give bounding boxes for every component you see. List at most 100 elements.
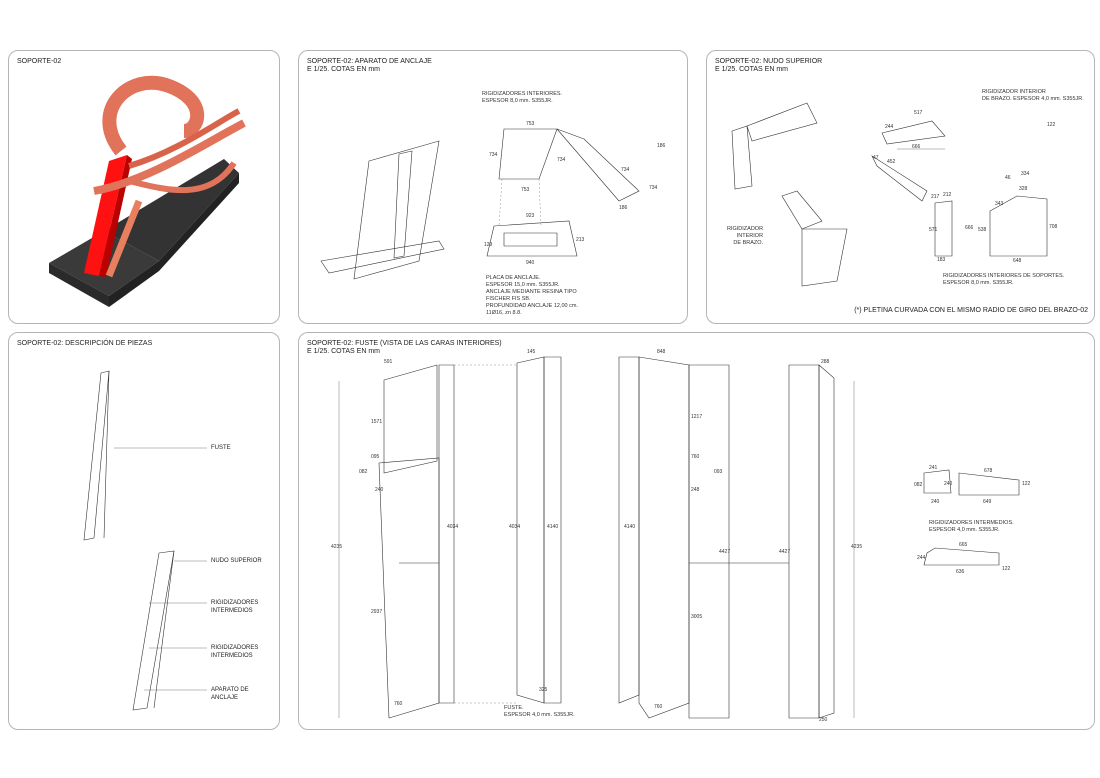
dim: 1217 xyxy=(691,414,702,420)
dim: 122 xyxy=(1002,566,1011,572)
dim: 213 xyxy=(576,237,585,243)
node-drawing: 517 244 122 666 452 47 217 212 571 666 1… xyxy=(731,102,1058,287)
dim: 343 xyxy=(995,201,1004,207)
dim: 648 xyxy=(1013,258,1022,264)
panel-title: SOPORTE-02: DESCRIPCIÓN DE PIEZAS xyxy=(17,340,153,347)
dim: 212 xyxy=(943,192,952,198)
anchor-drawing: 753 734 734 753 734 186 734 186 923 129 … xyxy=(320,121,666,280)
title-text: SOPORTE-02: FUSTE (VISTA DE LAS CARAS IN… xyxy=(307,340,502,347)
dim: 848 xyxy=(657,349,666,355)
dim: 248 xyxy=(691,487,700,493)
title-text: SOPORTE-02: NUDO SUPERIOR xyxy=(715,58,823,65)
dim: 666 xyxy=(965,225,974,231)
label-nudo-superior: NUDO SUPERIOR xyxy=(211,558,262,564)
dim: 4140 xyxy=(624,524,635,530)
dim: 4034 xyxy=(447,524,458,530)
dim: 240 xyxy=(944,481,953,487)
dim: 325 xyxy=(539,687,548,693)
dim: 46 xyxy=(1005,175,1011,181)
dim: 122 xyxy=(1047,122,1056,128)
dim: 186 xyxy=(619,205,628,211)
intermediate-stiffener-note: RIGIDIZADORES INTERMEDIOS. ESPESOR 4,0 m… xyxy=(929,520,1014,533)
dim: 753 xyxy=(526,121,535,127)
label-aparato-anclaje: APARATO DE ANCLAJE xyxy=(211,687,249,701)
fuste-note: FUSTE. ESPESOR 4,0 mm. S355JR. xyxy=(504,705,575,718)
dim: 538 xyxy=(978,227,987,233)
panel-nudo-superior: SOPORTE-02: NUDO SUPERIOR E 1/25. COTAS … xyxy=(706,50,1095,324)
dim: 240 xyxy=(931,499,940,505)
dim: 753 xyxy=(521,187,530,193)
dim: 649 xyxy=(983,499,992,505)
support-stiffener-note: RIGIDIZADORES INTERIORES DE SOPORTES. ES… xyxy=(943,273,1065,286)
panel-fuste: SOPORTE-02: FUSTE (VISTA DE LAS CARAS IN… xyxy=(298,332,1095,730)
dim: 4235 xyxy=(331,544,342,550)
scale-text: E 1/25. COTAS EN mm xyxy=(715,66,788,73)
dim: 4140 xyxy=(547,524,558,530)
dim: 183 xyxy=(937,257,946,263)
dim: 093 xyxy=(714,469,723,475)
dim: 334 xyxy=(1021,171,1030,177)
dim: 1571 xyxy=(371,419,382,425)
dim: 734 xyxy=(649,185,658,191)
dim: 244 xyxy=(917,555,926,561)
dim: 452 xyxy=(887,159,896,165)
parts-drawing xyxy=(83,370,207,711)
panel-aparato-anclaje: SOPORTE-02: APARATO DE ANCLAJE E 1/25. C… xyxy=(298,50,688,324)
label-fuste: FUSTE xyxy=(211,445,231,451)
dim: 636 xyxy=(956,569,965,575)
dim: 122 xyxy=(1022,481,1031,487)
dim: 517 xyxy=(914,110,923,116)
panel-title: SOPORTE-02: APARATO DE ANCLAJE E 1/25. C… xyxy=(307,58,432,74)
fuste-drawing: 591 1571 095 082 240 4235 2937 4034 4034… xyxy=(331,349,1031,723)
dim: 241 xyxy=(929,465,938,471)
stiffener-note: RIGIDIZADORES INTERIORES. ESPESOR 8,0 mm… xyxy=(482,91,563,104)
dim: 4235 xyxy=(851,544,862,550)
title-text: SOPORTE-02: APARATO DE ANCLAJE xyxy=(307,58,432,65)
label-rigidizadores-2: RIGIDIZADORES INTERMEDIOS xyxy=(211,645,259,659)
dim: 734 xyxy=(489,152,498,158)
3d-render xyxy=(49,75,246,307)
dim: 2937 xyxy=(371,609,382,615)
dim: 250 xyxy=(819,717,828,723)
dim: 4034 xyxy=(509,524,520,530)
dim: 760 xyxy=(654,704,663,710)
dim: 129 xyxy=(484,242,493,248)
dim: 734 xyxy=(557,157,566,163)
dim: 760 xyxy=(394,701,403,707)
dim: 3005 xyxy=(691,614,702,620)
dim: 082 xyxy=(914,482,923,488)
arm-stiffener-note: RIGIDIZADOR INTERIOR DE BRAZO. ESPESOR 4… xyxy=(982,89,1084,102)
label-rigidizadores-1: RIGIDIZADORES INTERMEDIOS xyxy=(211,600,259,614)
anchor-plate-note: PLACA DE ANCLAJE. ESPESOR 15,0 mm. S355J… xyxy=(486,275,578,316)
panel-title: SOPORTE-02: NUDO SUPERIOR E 1/25. COTAS … xyxy=(715,58,822,74)
dim: 571 xyxy=(929,227,938,233)
dim: 082 xyxy=(359,469,368,475)
scale-text: E 1/25. COTAS EN mm xyxy=(307,66,380,73)
dim: 708 xyxy=(1049,224,1058,230)
dim: 288 xyxy=(821,359,830,365)
dim: 666 xyxy=(912,144,921,150)
panel-3d-view: SOPORTE-02 xyxy=(8,50,280,324)
panel-descripcion-piezas: SOPORTE-02: DESCRIPCIÓN DE PIEZAS FUSTE … xyxy=(8,332,280,730)
dim: 240 xyxy=(375,487,384,493)
panel-title: SOPORTE-02: FUSTE (VISTA DE LAS CARAS IN… xyxy=(307,340,502,356)
dim: 145 xyxy=(527,349,536,355)
dim: 760 xyxy=(691,454,700,460)
dim: 217 xyxy=(931,194,940,200)
dim: 665 xyxy=(959,542,968,548)
dim: 591 xyxy=(384,359,393,365)
footnote: (*) PLETINA CURVADA CON EL MISMO RADIO D… xyxy=(854,307,1088,314)
dim: 4427 xyxy=(719,549,730,555)
arm-stiffener-label: RIGIDIZADOR INTERIOR DE BRAZO. xyxy=(727,226,764,246)
dim: 186 xyxy=(657,143,666,149)
dim: 095 xyxy=(371,454,380,460)
dim: 47 xyxy=(873,155,879,161)
dim: 734 xyxy=(621,167,630,173)
scale-text: E 1/25. COTAS EN mm xyxy=(307,348,380,355)
dim: 940 xyxy=(526,260,535,266)
dim: 328 xyxy=(1019,186,1028,192)
dim: 678 xyxy=(984,468,993,474)
panel-title: SOPORTE-02 xyxy=(17,58,62,65)
dim: 244 xyxy=(885,124,894,130)
dim: 923 xyxy=(526,213,535,219)
